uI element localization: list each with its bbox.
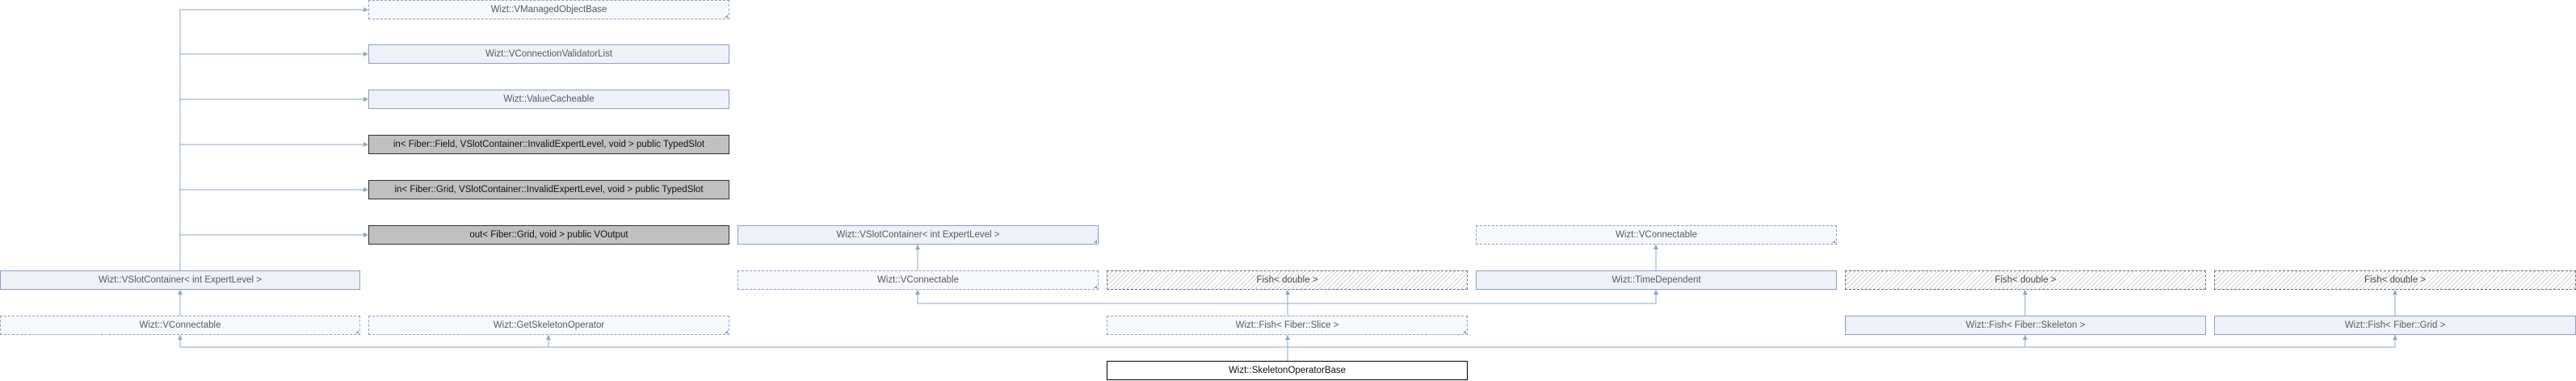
node-vslotcontainer-middle[interactable]: Wizt::VSlotContainer< int ExpertLevel >: [738, 225, 1099, 245]
node-label: Wizt::Fish< Fiber::Skeleton >: [1965, 320, 2086, 330]
node-in-fiber-field-typedslot[interactable]: in< Fiber::Field, VSlotContainer::Invali…: [368, 135, 729, 154]
node-fish-fiber-slice[interactable]: Wizt::Fish< Fiber::Slice >: [1107, 316, 1468, 335]
node-label: in< Fiber::Grid, VSlotContainer::Invalid…: [394, 185, 704, 195]
node-vslotcontainer-left[interactable]: Wizt::VSlotContainer< int ExpertLevel >: [0, 270, 360, 290]
node-label: Wizt::VSlotContainer< int ExpertLevel >: [99, 275, 262, 285]
node-label: Wizt::SkeletonOperatorBase: [1228, 366, 1347, 375]
node-label: Wizt::Fish< Fiber::Slice >: [1235, 320, 1339, 330]
node-label: Wizt::VSlotContainer< int ExpertLevel >: [836, 230, 1000, 240]
arrow-head: [363, 97, 368, 102]
fold-corner-icon: [1463, 330, 1466, 333]
arrow-head: [363, 142, 368, 147]
edge-slice-vconnectable: [917, 290, 1288, 316]
arrow-head: [915, 245, 920, 249]
arrow-head: [363, 232, 368, 237]
arrow-head: [363, 7, 368, 12]
arrow-head: [915, 290, 920, 295]
arrow-head: [546, 335, 551, 340]
node-label: Wizt::VManagedObjectBase: [490, 5, 607, 15]
fold-corner-icon: [355, 330, 359, 333]
fold-corner-icon: [725, 330, 728, 333]
fold-corner-icon: [725, 15, 728, 18]
node-label: Wizt::TimeDependent: [1612, 275, 1701, 285]
arrow-head: [2393, 290, 2397, 295]
node-label: Wizt::ValueCacheable: [503, 94, 595, 104]
node-label: out< Fiber::Grid, void > public VOutput: [469, 230, 628, 240]
node-fish-fiber-skeleton[interactable]: Wizt::Fish< Fiber::Skeleton >: [1845, 316, 2206, 335]
node-vconnectable-middle[interactable]: Wizt::VConnectable: [738, 270, 1099, 290]
node-label: Wizt::VConnectable: [139, 320, 221, 330]
node-label: Fish< double >: [1994, 275, 2057, 285]
arrow-head: [2023, 290, 2028, 295]
node-fish-fiber-grid[interactable]: Wizt::Fish< Fiber::Grid >: [2214, 316, 2576, 335]
node-label: Fish< double >: [2364, 275, 2427, 285]
fold-corner-icon: [1094, 240, 1097, 243]
arrow-head: [2023, 335, 2028, 340]
node-vconnectable-left[interactable]: Wizt::VConnectable: [0, 316, 360, 335]
node-vconnectionvalidatorlist[interactable]: Wizt::VConnectionValidatorList: [368, 44, 729, 64]
arrow-head: [1654, 290, 1658, 295]
arrow-head: [178, 290, 183, 295]
node-vmanagedobjectbase[interactable]: Wizt::VManagedObjectBase: [368, 0, 729, 19]
node-getskeletonoperator[interactable]: Wizt::GetSkeletonOperator: [368, 316, 729, 335]
node-label: Wizt::VConnectable: [1616, 230, 1697, 240]
arrow-head: [1654, 245, 1658, 249]
node-fish-double-1[interactable]: Fish< double >: [1107, 270, 1468, 290]
node-skeletonoperatorbase[interactable]: Wizt::SkeletonOperatorBase: [1107, 361, 1468, 380]
node-vconnectable-top-right[interactable]: Wizt::VConnectable: [1476, 225, 1837, 245]
arrow-head: [363, 187, 368, 192]
fold-corner-icon: [1832, 240, 1835, 243]
fold-corner-icon: [1094, 285, 1097, 288]
arrow-head: [363, 52, 368, 57]
node-valuecacheable[interactable]: Wizt::ValueCacheable: [368, 90, 729, 109]
arrow-head: [1285, 335, 1290, 340]
node-label: Wizt::VConnectionValidatorList: [485, 49, 613, 59]
node-label: Wizt::Fish< Fiber::Grid >: [2344, 320, 2446, 330]
node-label: Wizt::GetSkeletonOperator: [493, 320, 605, 330]
node-timedependent[interactable]: Wizt::TimeDependent: [1476, 270, 1837, 290]
node-in-fiber-grid-typedslot[interactable]: in< Fiber::Grid, VSlotContainer::Invalid…: [368, 180, 729, 199]
node-label: Wizt::VConnectable: [877, 275, 959, 285]
node-label: Fish< double >: [1256, 275, 1318, 285]
edge-slice-timedependent: [1288, 290, 1657, 304]
node-out-fiber-grid-voutput[interactable]: out< Fiber::Grid, void > public VOutput: [368, 225, 729, 245]
arrow-head: [178, 335, 183, 340]
arrow-head: [2393, 335, 2397, 340]
node-fish-double-3[interactable]: Fish< double >: [2214, 270, 2576, 290]
node-label: in< Fiber::Field, VSlotContainer::Invali…: [393, 140, 705, 149]
arrow-head: [1285, 290, 1290, 295]
node-fish-double-2[interactable]: Fish< double >: [1845, 270, 2206, 290]
